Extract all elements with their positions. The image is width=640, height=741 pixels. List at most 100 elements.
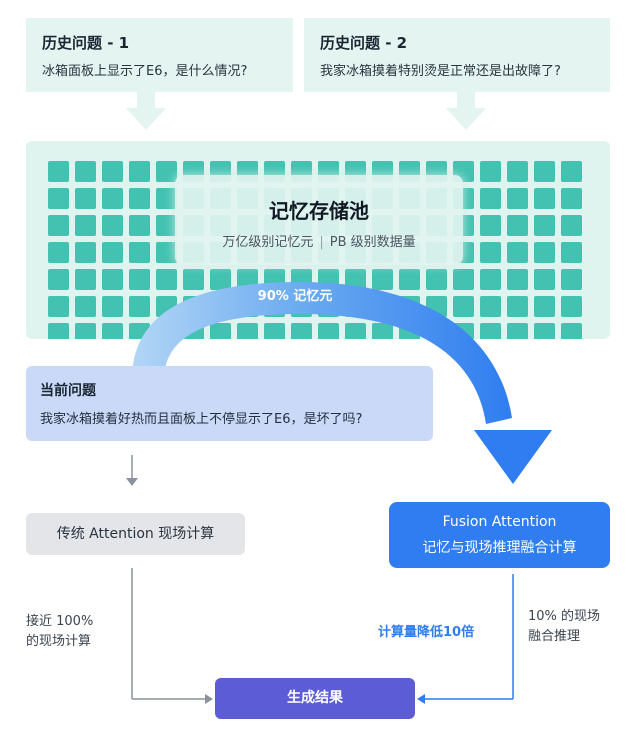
fusion-subtitle: 记忆与现场推理融合计算 <box>422 540 577 556</box>
memory-cell <box>345 269 366 290</box>
memory-cell <box>453 296 474 317</box>
memory-cell <box>48 161 69 182</box>
memory-cell <box>156 269 177 290</box>
memory-cell <box>75 323 96 339</box>
memory-cell <box>48 215 69 236</box>
memory-cell <box>75 188 96 209</box>
fusion-to-result-head <box>417 694 425 704</box>
fusion-title: Fusion Attention <box>442 514 557 530</box>
memory-cell <box>561 296 582 317</box>
traditional-note: 接近 100% 的现场计算 <box>26 612 93 652</box>
memory-cell <box>156 215 177 236</box>
fusion-note-line2: 融合推理 <box>528 629 581 644</box>
memory-cell <box>534 296 555 317</box>
history-card-1: 历史问题 - 1 冰箱面板上显示了E6，是什么情况? <box>26 18 293 92</box>
memory-cell <box>102 161 123 182</box>
memory-cell <box>507 188 528 209</box>
memory-cell <box>507 323 528 339</box>
memory-cell <box>48 323 69 339</box>
pool-subtitle: 万亿级别记忆元 | PB 级别数据量 <box>175 231 463 250</box>
memory-cell <box>129 269 150 290</box>
memory-cell <box>210 323 231 339</box>
memory-cell <box>264 323 285 339</box>
history-text-2: 我家冰箱摸着特别烫是正常还是出故障了? <box>320 64 561 79</box>
memory-cell <box>534 215 555 236</box>
memory-cell <box>561 242 582 263</box>
pool-subtitle-right: PB 级别数据量 <box>329 235 416 250</box>
current-question-title: 当前问题 <box>40 383 96 399</box>
history-arrow-2 <box>446 92 486 130</box>
history-text-1: 冰箱面板上显示了E6，是什么情况? <box>42 64 248 79</box>
pool-title: 记忆存储池 <box>269 199 369 223</box>
arc-arrow-head <box>474 430 552 484</box>
memory-cell <box>156 161 177 182</box>
pool-subtitle-separator: | <box>319 235 324 250</box>
memory-cell <box>507 296 528 317</box>
memory-cell <box>372 323 393 339</box>
memory-cell <box>534 269 555 290</box>
memory-cell <box>48 269 69 290</box>
memory-cell <box>507 161 528 182</box>
memory-cell <box>453 269 474 290</box>
memory-cell <box>480 161 501 182</box>
memory-cell <box>372 269 393 290</box>
memory-cell <box>75 269 96 290</box>
memory-cell <box>507 215 528 236</box>
memory-cell <box>480 215 501 236</box>
memory-cell <box>399 269 420 290</box>
memory-cell <box>480 269 501 290</box>
traditional-to-result-head <box>205 694 213 704</box>
memory-cell <box>534 242 555 263</box>
memory-cell <box>129 161 150 182</box>
memory-cell <box>480 242 501 263</box>
memory-cell <box>129 188 150 209</box>
memory-cell <box>480 323 501 339</box>
memory-cell <box>102 323 123 339</box>
memory-cell <box>534 161 555 182</box>
memory-cell <box>480 296 501 317</box>
memory-cell <box>210 269 231 290</box>
memory-cell <box>129 215 150 236</box>
fusion-note: 10% 的现场 融合推理 <box>528 607 600 647</box>
current-question-card: 当前问题 我家冰箱摸着好热而且面板上不停显示了E6，是坏了吗? <box>26 366 433 441</box>
memory-cell <box>561 188 582 209</box>
memory-cell <box>129 242 150 263</box>
memory-cell <box>237 323 258 339</box>
memory-cell <box>102 296 123 317</box>
memory-cell <box>291 323 312 339</box>
history-title-2: 历史问题 - 2 <box>320 34 408 52</box>
history-title-1: 历史问题 - 1 <box>42 34 130 52</box>
memory-cell <box>561 215 582 236</box>
memory-cell <box>561 161 582 182</box>
pool-label-box: 记忆存储池 万亿级别记忆元 | PB 级别数据量 <box>175 175 463 265</box>
arc-arrow-body <box>132 282 512 424</box>
memory-cell <box>75 215 96 236</box>
reduction-note: 计算量降低10倍 <box>378 625 475 640</box>
memory-cell <box>156 242 177 263</box>
memory-cell <box>183 269 204 290</box>
memory-cell <box>48 188 69 209</box>
traditional-attention-box: 传统 Attention 现场计算 <box>26 513 245 555</box>
arc-label: 90% 记忆元 <box>257 289 333 304</box>
memory-cell <box>345 323 366 339</box>
pool-subtitle-left: 万亿级别记忆元 <box>222 235 314 250</box>
memory-cell <box>102 269 123 290</box>
memory-cell <box>480 188 501 209</box>
memory-cell <box>48 296 69 317</box>
generate-result-box: 生成结果 <box>215 678 415 719</box>
traditional-note-line1: 接近 100% <box>26 614 94 629</box>
memory-cell <box>75 161 96 182</box>
memory-cell <box>102 215 123 236</box>
memory-cell <box>318 323 339 339</box>
memory-cell <box>75 242 96 263</box>
memory-cell <box>534 323 555 339</box>
memory-cell <box>102 188 123 209</box>
fusion-note-line1: 10% 的现场 <box>528 609 601 624</box>
memory-cell <box>561 269 582 290</box>
memory-cell <box>561 323 582 339</box>
memory-cell <box>507 269 528 290</box>
memory-cell <box>129 296 150 317</box>
memory-cell <box>48 242 69 263</box>
